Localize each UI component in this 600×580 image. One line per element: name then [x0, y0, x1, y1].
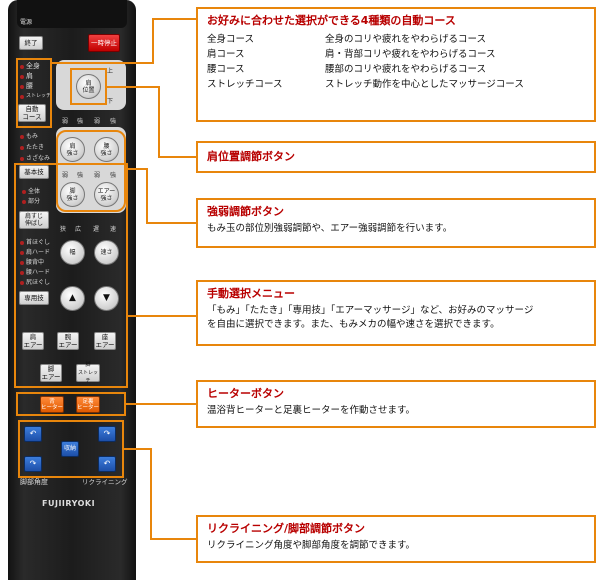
auto-course-button[interactable]: 自動コース	[18, 104, 46, 122]
shoulder-title: 肩位置調節ボタン	[207, 150, 295, 163]
heater-callout: ヒーターボタン 温浴背ヒーターと足裏ヒーターを作動させます。	[196, 380, 596, 428]
recline-up-icon[interactable]: ↶	[24, 426, 42, 442]
strength-title: 強弱調節ボタン	[207, 205, 284, 218]
manual-outline	[14, 163, 128, 388]
shoulder-position-button[interactable]: 肩位置	[76, 74, 101, 99]
air-strength-button[interactable]: エアー強さ	[94, 182, 119, 207]
foot-strength-button[interactable]: 脚強さ	[60, 182, 85, 207]
auto-course-title: お好みに合わせた選択ができる4種類の自動コース	[207, 14, 456, 27]
seat-air-button[interactable]: 座エアー	[94, 332, 116, 350]
manual-title: 手動選択メニュー	[207, 287, 295, 300]
recline-outline	[18, 420, 124, 478]
foot-stretch-button[interactable]: 脚ストレッチ	[76, 362, 100, 384]
width-button[interactable]: 幅	[60, 240, 85, 265]
heater-desc: 温浴背ヒーターと足裏ヒーターを作動させます。	[207, 405, 416, 416]
foot-down-icon[interactable]: ↶	[98, 456, 116, 472]
list-item: 全身コース全身のコリや疲れをやわらげるコース	[207, 34, 487, 45]
heater-title: ヒーターボタン	[207, 387, 284, 400]
strength-desc: もみ玉の部位別強弱調節や、エアー強弱調節を行います。	[207, 223, 453, 234]
list-item: ストレッチコースストレッチ動作を中心としたマッサージコース	[207, 79, 524, 90]
recline-desc: リクライニング角度や脚部角度を調節できます。	[207, 540, 416, 551]
list-item: 腰コース腰部のコリや疲れをやわらげるコース	[207, 64, 487, 75]
sole-heater-button[interactable]: 足裏ヒーター	[76, 396, 100, 413]
manual-callout: 手動選択メニュー 「もみ」「たたき」「専用技」「エアーマッサージ」など、お好みの…	[196, 280, 596, 346]
recline-title: リクライニング/脚部調節ボタン	[207, 522, 366, 535]
up-arrow-icon[interactable]: ▲	[60, 286, 85, 311]
pos-up-label: 上	[107, 68, 114, 75]
basic-technique-button[interactable]: 基本技	[19, 165, 49, 179]
shoulder-outline	[70, 68, 107, 105]
recline-callout: リクライニング/脚部調節ボタン リクライニング角度や脚部角度を調節できます。	[196, 515, 596, 563]
course-list: 全身コース全身のコリや疲れをやわらげるコース 肩コース肩・背部コリや疲れをやわら…	[207, 32, 585, 92]
shoulder-air-button[interactable]: 肩エアー	[22, 332, 44, 350]
shoulder-strength-button[interactable]: 肩強さ	[60, 137, 85, 162]
recline-label: リクライニング	[82, 478, 128, 486]
back-heater-button[interactable]: 背ヒーター	[40, 396, 64, 413]
stop-button[interactable]: 終了	[19, 36, 43, 50]
pos-down-label: 下	[107, 98, 114, 105]
strength-outline	[56, 130, 126, 212]
strength-callout: 強弱調節ボタン もみ玉の部位別強弱調節や、エアー強弱調節を行います。	[196, 198, 596, 248]
heater-outline	[16, 392, 126, 416]
brand-logo: FUJIIRYOKI	[42, 499, 96, 508]
foot-air-button[interactable]: 脚エアー	[40, 364, 62, 382]
foot-up-icon[interactable]: ↷	[98, 426, 116, 442]
stretch-button[interactable]: 肩すじ伸ばし	[19, 211, 49, 229]
foot-angle-label: 脚部角度	[20, 478, 48, 486]
storage-button[interactable]: 収納	[61, 441, 79, 457]
auto-course-outline	[16, 58, 52, 128]
speed-button[interactable]: 速さ	[94, 240, 119, 265]
manual-desc-1: 「もみ」「たたき」「専用技」「エアーマッサージ」など、お好みのマッサージ	[207, 305, 534, 316]
special-technique-button[interactable]: 専用技	[19, 291, 49, 305]
waist-strength-button[interactable]: 腰強さ	[94, 137, 119, 162]
power-label: 電源	[20, 19, 33, 26]
recline-down-icon[interactable]: ↷	[24, 456, 42, 472]
manual-desc-2: を自由に選択できます。また、もみメカの幅や速さを選択できます。	[207, 319, 500, 330]
down-arrow-icon[interactable]: ▼	[94, 286, 119, 311]
auto-course-callout: お好みに合わせた選択ができる4種類の自動コース 全身コース全身のコリや疲れをやわ…	[196, 7, 596, 122]
list-item: 肩コース肩・背部コリや疲れをやわらげるコース	[207, 49, 496, 60]
arm-air-button[interactable]: 腕エアー	[57, 332, 79, 350]
emergency-stop-button[interactable]: 一時停止	[88, 34, 120, 52]
shoulder-callout: 肩位置調節ボタン	[196, 141, 596, 173]
